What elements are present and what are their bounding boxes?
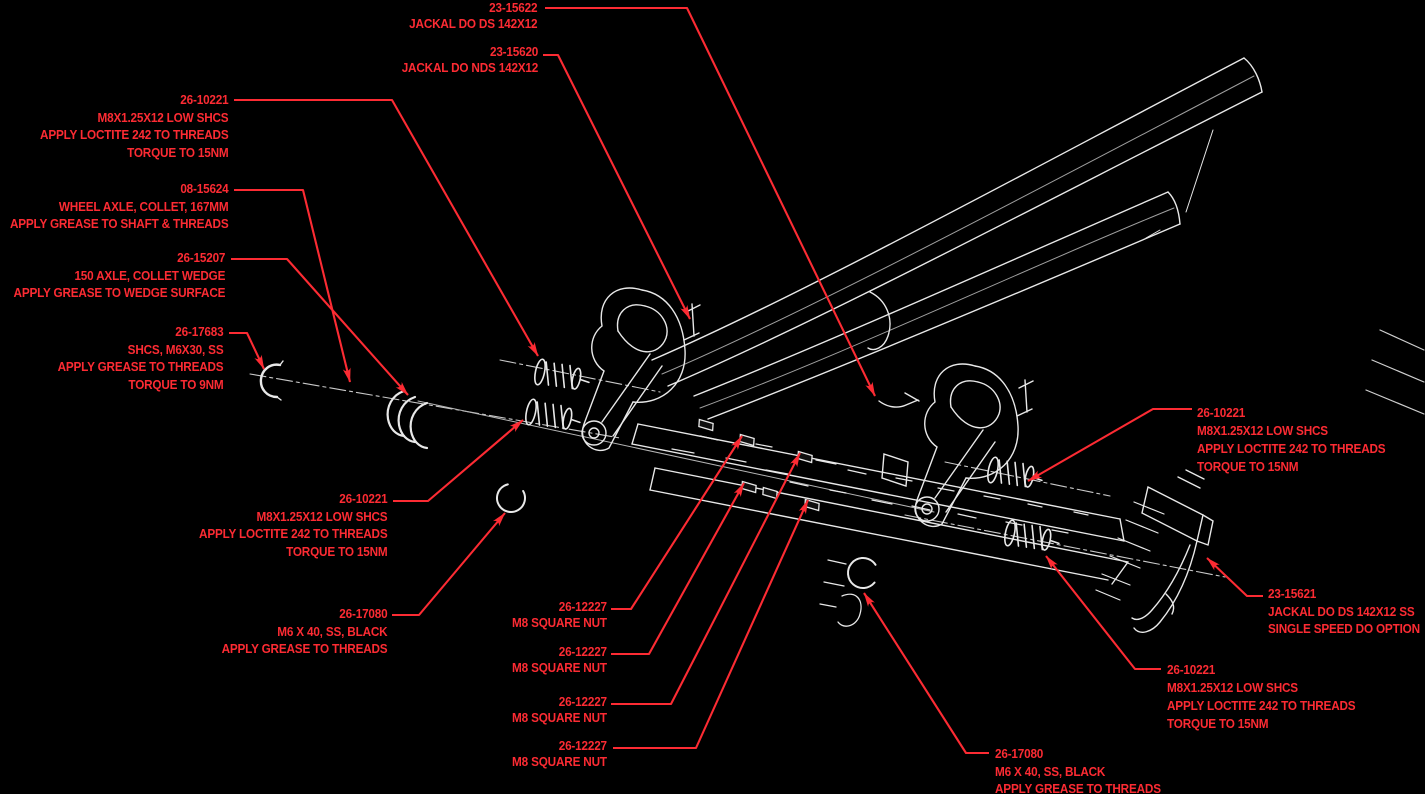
label-shcs-lower-left: 26-10221 M8X1.25X12 LOW SHCS APPLY LOCTI… — [198, 491, 388, 561]
part-desc: WHEEL AXLE, COLLET, 167MM — [58, 199, 228, 214]
part-number: 26-17080 — [995, 747, 1044, 761]
spring-bolts — [523, 357, 1063, 557]
ss-dropout-part — [1095, 469, 1214, 633]
frame-line-art — [249, 57, 1425, 633]
leader-collet-wedge — [231, 257, 409, 396]
part-note: APPLY LOCTITE 242 TO THREADS — [198, 527, 388, 541]
part-number: 23-15621 — [1268, 587, 1317, 601]
part-note: APPLY LOCTITE 242 TO THREADS — [1167, 699, 1356, 713]
part-number: 26-12227 — [558, 645, 607, 659]
part-note: APPLY LOCTITE 242 TO THREADS — [39, 128, 229, 142]
label-square-nut-2: 26-12227 M8 SQUARE NUT — [512, 645, 607, 676]
label-shcs-right: 26-10221 M8X1.25X12 LOW SHCS APPLY LOCTI… — [1197, 404, 1386, 476]
part-note: APPLY GREASE TO SHAFT & THREADS — [9, 217, 228, 231]
part-number: 26-10221 — [338, 492, 387, 506]
part-number: 26-17080 — [338, 607, 387, 621]
part-note: APPLY LOCTITE 242 TO THREADS — [1197, 442, 1386, 456]
part-desc: M8X1.25X12 LOW SHCS — [1197, 424, 1328, 438]
leader-nds-dropout — [543, 53, 691, 320]
chainstay-yoke — [631, 423, 1129, 585]
c-clip — [259, 360, 284, 401]
leader-shcs-bottom-right — [1045, 555, 1161, 671]
collet-wedge — [386, 389, 429, 450]
label-square-nut-4: 26-12227 M8 SQUARE NUT — [512, 739, 607, 770]
axle-end-part — [878, 392, 920, 408]
leader-ss-dropout — [1206, 557, 1263, 598]
leader-square-nut-4 — [613, 499, 809, 750]
leader-m6x40-left — [392, 512, 506, 617]
leader-lines — [229, 6, 1263, 755]
part-desc: SHCS, M6X30, SS — [127, 342, 223, 357]
part-note: SINGLE SPEED DO OPTION — [1268, 622, 1420, 636]
washer-left — [496, 483, 526, 513]
part-number: 26-10221 — [179, 93, 228, 107]
label-square-nut-3: 26-12227 M8 SQUARE NUT — [512, 695, 607, 726]
part-note: APPLY GREASE TO THREADS — [995, 782, 1161, 794]
hardware-marks — [671, 435, 1089, 534]
leader-square-nut-3 — [611, 452, 801, 706]
leader-shcs-right — [1027, 407, 1192, 482]
label-ss-dropout: 23-15621 JACKAL DO DS 142X12 SS SINGLE S… — [1268, 586, 1420, 639]
part-number: 26-10221 — [1167, 663, 1216, 677]
part-desc: M8 SQUARE NUT — [512, 615, 607, 630]
part-number: 26-17683 — [174, 325, 223, 339]
part-number: 23-15622 — [488, 1, 537, 15]
washer-right — [847, 557, 879, 589]
part-note: APPLY GREASE TO THREADS — [57, 360, 223, 374]
part-note: APPLY GREASE TO THREADS — [221, 642, 387, 656]
label-shcs-m6x30: 26-17683 SHCS, M6X30, SS APPLY GREASE TO… — [57, 324, 223, 394]
hanger-parts — [819, 559, 862, 627]
leader-ds-dropout — [545, 6, 876, 397]
label-nds-dropout: 23-15620 JACKAL DO NDS 142X12 — [401, 45, 539, 76]
offscreen-stay-stubs — [1365, 329, 1425, 415]
seatstay-tubes — [651, 57, 1263, 420]
label-m6x40-right: 26-17080 M6 X 40, SS, BLACK APPLY GREASE… — [995, 746, 1161, 794]
label-ds-dropout: 23-15622 JACKAL DO DS 142X12 — [409, 1, 537, 32]
part-desc: M8 SQUARE NUT — [512, 710, 607, 725]
leader-shcs-top-left — [234, 98, 539, 357]
part-number: 26-12227 — [558, 739, 607, 753]
leader-shcs-lower-left — [393, 419, 524, 503]
part-note: TORQUE TO 15NM — [285, 544, 388, 559]
leader-square-nut-2 — [611, 482, 745, 656]
part-desc: M6 X 40, SS, BLACK — [276, 624, 387, 639]
part-note: TORQUE TO 15NM — [1167, 717, 1269, 731]
part-desc: JACKAL DO DS 142X12 SS — [1268, 604, 1415, 619]
part-number: 26-12227 — [558, 600, 607, 614]
ds-dropout-bracket — [914, 363, 1034, 528]
label-collet-wedge: 26-15207 150 AXLE, COLLET WEDGE APPLY GR… — [13, 250, 225, 303]
part-note: APPLY GREASE TO WEDGE SURFACE — [13, 286, 225, 300]
leader-shcs-m6x30 — [229, 331, 265, 370]
label-m6x40-left: 26-17080 M6 X 40, SS, BLACK APPLY GREASE… — [221, 606, 387, 659]
part-note: TORQUE TO 9NM — [127, 377, 223, 392]
part-number: 26-15207 — [176, 251, 225, 265]
part-note: TORQUE TO 15NM — [126, 145, 229, 160]
part-desc: M8 SQUARE NUT — [512, 660, 607, 675]
part-desc: JACKAL DO DS 142X12 — [408, 16, 537, 31]
part-number: 26-10221 — [1197, 406, 1246, 420]
axle-centerline — [249, 359, 1226, 578]
part-desc: M6 X 40, SS, BLACK — [995, 764, 1106, 779]
part-desc: 150 AXLE, COLLET WEDGE — [74, 268, 225, 283]
label-shcs-bottom-right: 26-10221 M8X1.25X12 LOW SHCS APPLY LOCTI… — [1167, 661, 1356, 733]
part-number: 26-12227 — [558, 695, 607, 709]
nds-dropout-bracket — [581, 287, 701, 452]
part-desc: M8X1.25X12 LOW SHCS — [256, 509, 387, 524]
part-desc: JACKAL DO NDS 142X12 — [401, 60, 539, 75]
part-desc: M8 SQUARE NUT — [512, 754, 607, 769]
label-square-nut-1: 26-12227 M8 SQUARE NUT — [512, 600, 607, 631]
leader-m6x40-right — [863, 592, 989, 755]
part-desc: M8X1.25X12 LOW SHCS — [97, 110, 228, 125]
part-desc: M8X1.25X12 LOW SHCS — [1167, 681, 1298, 695]
label-shcs-top-left: 26-10221 M8X1.25X12 LOW SHCS APPLY LOCTI… — [39, 92, 229, 162]
leader-wheel-axle — [234, 188, 352, 383]
leader-square-nut-1 — [611, 435, 743, 611]
part-number: 23-15620 — [489, 45, 538, 59]
part-number: 08-15624 — [179, 182, 228, 196]
label-wheel-axle: 08-15624 WHEEL AXLE, COLLET, 167MM APPLY… — [9, 181, 228, 234]
part-note: TORQUE TO 15NM — [1197, 460, 1299, 474]
